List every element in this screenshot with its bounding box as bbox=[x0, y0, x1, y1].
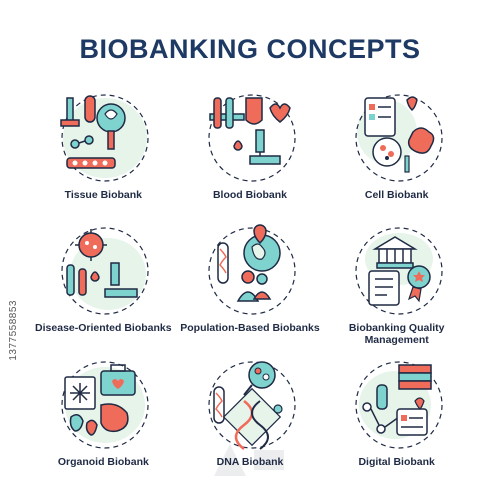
concept-card-organoid: Organoid Biobank bbox=[30, 347, 177, 480]
concept-card-tissue: Tissue Biobank bbox=[30, 80, 177, 213]
adobe-stock-logo-watermark bbox=[214, 444, 284, 476]
tissue-biobank-icon bbox=[60, 94, 149, 182]
concept-label: Population-Based Biobanks bbox=[180, 322, 320, 335]
concept-label: Cell Biobank bbox=[364, 189, 429, 201]
organoid-biobank-icon bbox=[61, 361, 149, 449]
concept-card-disease: Disease-Oriented Biobanks bbox=[30, 213, 177, 346]
stock-id-watermark: 1377558853 bbox=[8, 300, 19, 361]
page-title: BIOBANKING CONCEPTS bbox=[79, 34, 421, 64]
dna-biobank-icon bbox=[208, 360, 296, 450]
concept-grid: Tissue Biobank Blood Biobank bbox=[30, 80, 470, 480]
cell-biobank-icon bbox=[355, 94, 443, 182]
concept-label: Digital Biobank bbox=[358, 455, 435, 468]
concept-card-blood: Blood Biobank bbox=[177, 80, 324, 213]
concept-label: Tissue Biobank bbox=[64, 189, 143, 201]
concept-label: Biobanking Quality Management bbox=[348, 322, 445, 347]
concept-card-population: Population-Based Biobanks bbox=[177, 213, 324, 346]
concept-label: DNA Biobank bbox=[216, 455, 284, 468]
concept-card-digital: Digital Biobank bbox=[323, 347, 470, 480]
concept-label: Blood Biobank bbox=[212, 189, 288, 201]
blood-biobank-icon bbox=[208, 94, 296, 182]
quality-management-icon bbox=[355, 227, 443, 315]
concept-card-cell: Cell Biobank bbox=[323, 80, 470, 213]
concept-label: Organoid Biobank bbox=[57, 455, 149, 468]
concept-card-quality: Biobanking Quality Management bbox=[323, 213, 470, 346]
concept-card-dna: DNA Biobank bbox=[177, 347, 324, 480]
digital-biobank-icon bbox=[355, 361, 443, 449]
population-biobank-icon bbox=[208, 224, 296, 315]
concept-label: Disease-Oriented Biobanks bbox=[35, 322, 172, 335]
disease-biobank-icon bbox=[61, 227, 149, 315]
